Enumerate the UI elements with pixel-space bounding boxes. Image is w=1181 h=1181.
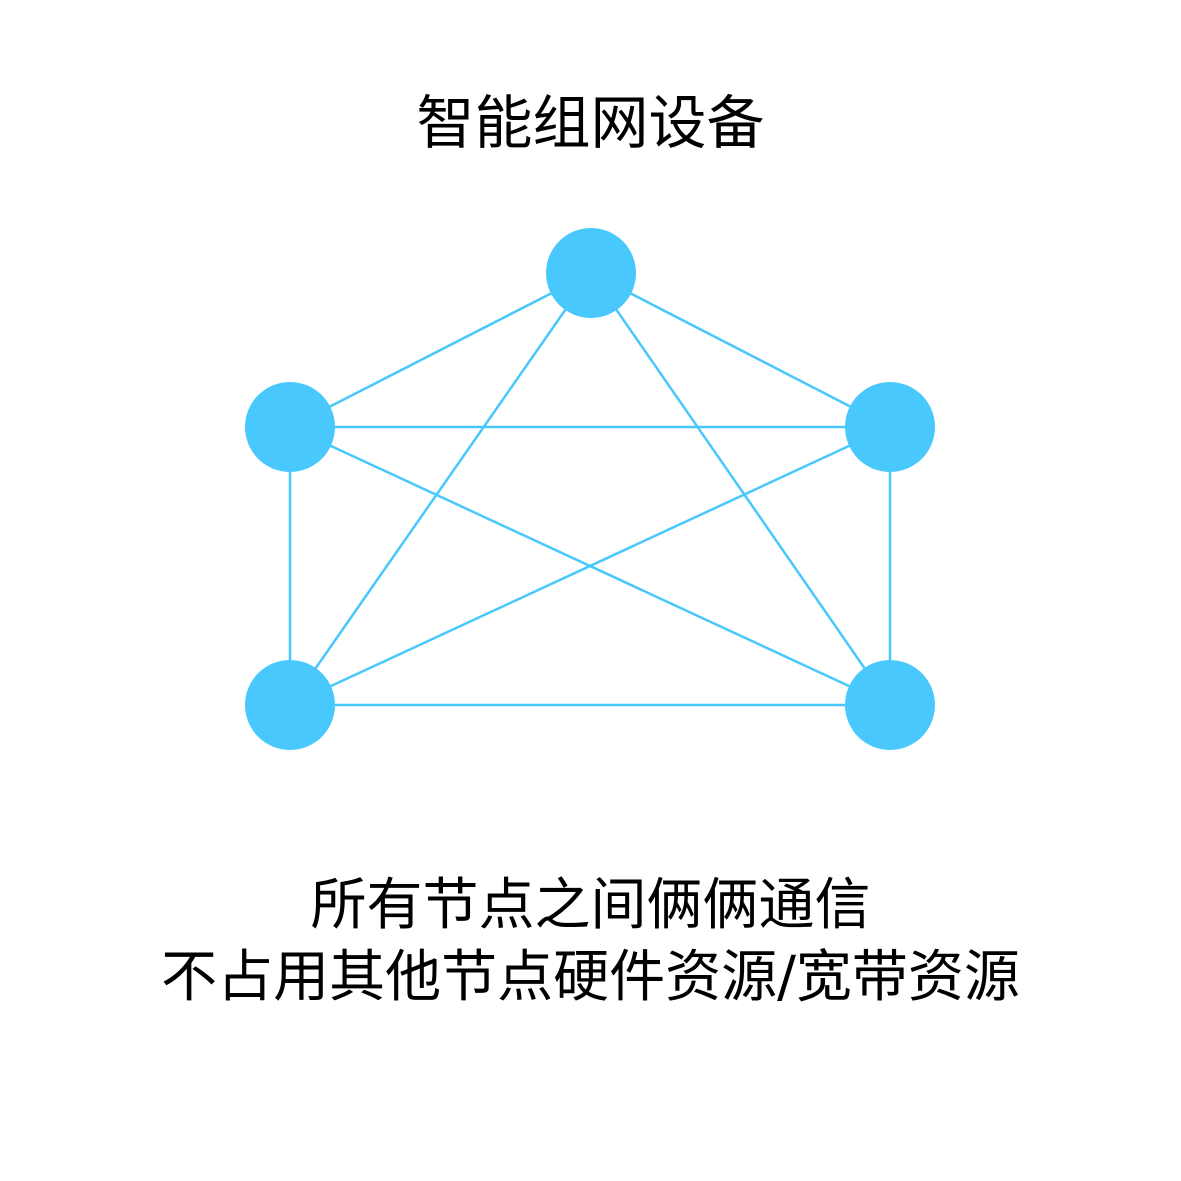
node-left [245, 382, 335, 472]
edge-right-bottom-left [289, 425, 891, 707]
network-edges [288, 271, 892, 707]
network-nodes [245, 228, 935, 750]
node-right [845, 382, 935, 472]
edge-top-right [590, 271, 891, 429]
edge-top-bottom-left [288, 272, 593, 706]
node-bottom-left [245, 660, 335, 750]
edge-top-bottom-right [589, 272, 892, 706]
caption: 所有节点之间俩俩通信 不占用其他节点硬件资源/宽带资源 [0, 870, 1181, 1014]
diagram-title: 智能组网设备 [416, 89, 765, 157]
node-bottom-right [845, 660, 935, 750]
caption-line-1: 所有节点之间俩俩通信 [310, 873, 871, 938]
edge-top-left [289, 271, 592, 429]
node-top [546, 228, 636, 318]
caption-line-2: 不占用其他节点硬件资源/宽带资源 [161, 945, 1020, 1010]
